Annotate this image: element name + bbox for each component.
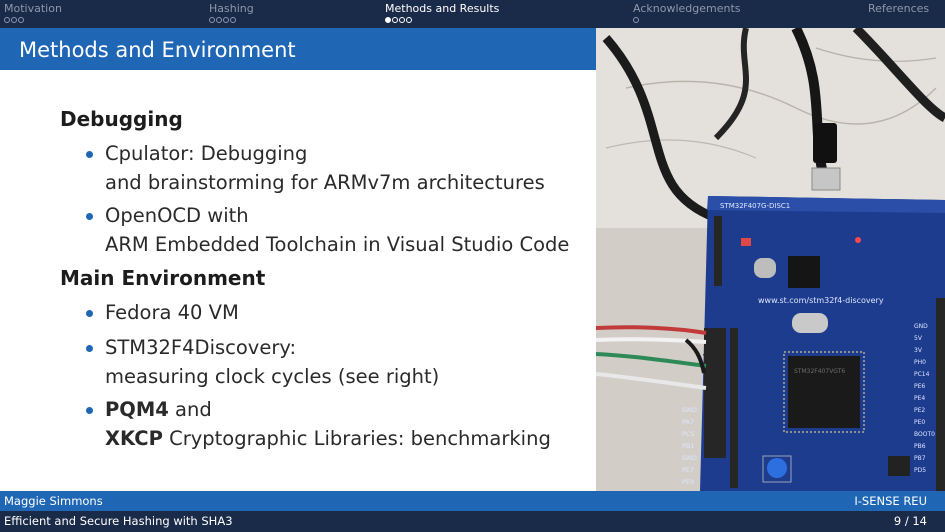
subsection-dot[interactable] <box>18 17 24 23</box>
subsection-dot-current[interactable] <box>385 17 391 23</box>
bullet-icon <box>86 213 93 220</box>
library-name: XKCP <box>105 426 163 450</box>
pin-label: GND <box>682 406 697 414</box>
pin-label: PE9 <box>682 478 694 486</box>
list-item-line: measuring clock cycles (see right) <box>105 364 440 388</box>
pin-label: PH0 <box>914 359 926 366</box>
frame-title-bar: Methods and Environment <box>0 28 596 70</box>
bullet-icon <box>86 345 93 352</box>
footer-institution: I-SENSE REU <box>854 494 927 508</box>
pin-label: PB1 <box>682 442 695 450</box>
nav-section-acknowledgements[interactable]: Acknowledgements <box>633 2 741 25</box>
pin-label: 5V <box>914 335 923 342</box>
subsection-dot[interactable] <box>216 17 222 23</box>
subsection-dot[interactable] <box>399 17 405 23</box>
board-url-label: www.st.com/stm32f4-discovery <box>758 296 884 305</box>
subsection-dot[interactable] <box>392 17 398 23</box>
pin-label: PA7 <box>682 418 694 426</box>
pin-label: PE4 <box>914 395 925 402</box>
subsection-dot[interactable] <box>230 17 236 23</box>
nav-section-references[interactable]: References <box>868 2 929 15</box>
heading-main-environment: Main Environment <box>60 266 266 290</box>
nav-section-label: Motivation <box>4 2 62 15</box>
list-item-line: OpenOCD with <box>105 204 249 227</box>
bullet-icon <box>86 407 93 414</box>
list-item-line: STM32F4Discovery: <box>105 336 297 359</box>
nav-section-label: Acknowledgements <box>633 2 741 15</box>
list-item-line: Cpulator: Debugging <box>105 142 308 165</box>
nav-section-hashing[interactable]: Hashing <box>209 2 254 25</box>
nav-section-label: Hashing <box>209 2 254 15</box>
list-item-line: and brainstorming for ARMv7m architectur… <box>105 170 545 194</box>
board-photo-illustration: STM32F407G-DISC1 www.st.com/stm32f4-disc… <box>596 28 945 491</box>
subsection-dots <box>633 15 741 25</box>
footer-title-bar: Efficient and Secure Hashing with SHA3 9… <box>0 511 945 532</box>
list-item: Fedora 40 VM <box>86 299 586 328</box>
pin-label: GND <box>914 323 928 330</box>
pin-label: PE2 <box>914 407 925 414</box>
list-item-line: Fedora 40 VM <box>105 301 239 324</box>
subsection-dot[interactable] <box>11 17 17 23</box>
nav-section-label: References <box>868 2 930 15</box>
section-navigation-bar: Motivation Hashing Methods and Results A… <box>0 0 945 28</box>
bullet-icon <box>86 151 93 158</box>
footer-talk-title: Efficient and Secure Hashing with SHA3 <box>4 514 233 528</box>
pin-label: PB6 <box>914 443 926 450</box>
subsection-dot[interactable] <box>4 17 10 23</box>
pin-label: 3V <box>914 347 923 354</box>
mcu-label: STM32F407VGT6 <box>794 368 845 375</box>
nav-section-methods-and-results[interactable]: Methods and Results <box>385 2 499 25</box>
frame-title: Methods and Environment <box>19 38 296 62</box>
subsection-dots <box>385 15 499 25</box>
subsection-dots <box>209 15 254 25</box>
list-item: OpenOCD with ARM Embedded Toolchain in V… <box>86 202 586 259</box>
library-name: PQM4 <box>105 398 169 421</box>
subsection-dot[interactable] <box>406 17 412 23</box>
footer-author-bar: Maggie Simmons I-SENSE REU <box>0 491 945 511</box>
nav-section-motivation[interactable]: Motivation <box>4 2 62 25</box>
nav-section-label: Methods and Results <box>385 2 500 15</box>
list-item: Cpulator: Debugging and brainstorming fo… <box>86 140 586 197</box>
subsection-dot[interactable] <box>633 17 639 23</box>
pin-label: BOOT0 <box>914 431 935 438</box>
subsection-dots <box>4 15 62 25</box>
board-label: STM32F407G-DISC1 <box>720 202 790 210</box>
list-item: STM32F4Discovery: measuring clock cycles… <box>86 334 586 391</box>
list-item-line: ARM Embedded Toolchain in Visual Studio … <box>105 232 570 256</box>
board-photo: STM32F407G-DISC1 www.st.com/stm32f4-disc… <box>596 28 945 491</box>
bullet-icon <box>86 310 93 317</box>
footer-page-number: 9 / 14 <box>893 514 927 528</box>
slide-content: Debugging Cpulator: Debugging and brains… <box>0 70 596 491</box>
pin-label: GND <box>682 454 697 462</box>
list-item-text: Cryptographic Libraries: benchmarking <box>162 426 551 450</box>
pin-label: PE6 <box>914 383 925 390</box>
list-item-line: PQM4 and <box>105 396 586 425</box>
subsection-dot[interactable] <box>209 17 215 23</box>
list-item-line: XKCP Cryptographic Libraries: benchmarki… <box>105 425 586 454</box>
list-item: PQM4 and XKCP Cryptographic Libraries: b… <box>86 396 586 453</box>
pin-label: PD5 <box>914 467 926 474</box>
pin-label: PC14 <box>914 371 930 378</box>
subsection-dot[interactable] <box>223 17 229 23</box>
pin-label: PC5 <box>682 430 695 438</box>
pin-label: PE0 <box>914 419 925 426</box>
heading-debugging: Debugging <box>60 107 183 131</box>
pin-label: PB7 <box>914 455 926 462</box>
pin-label: PE7 <box>682 466 694 474</box>
footer-author: Maggie Simmons <box>4 494 103 508</box>
list-item-text: and <box>168 398 212 421</box>
